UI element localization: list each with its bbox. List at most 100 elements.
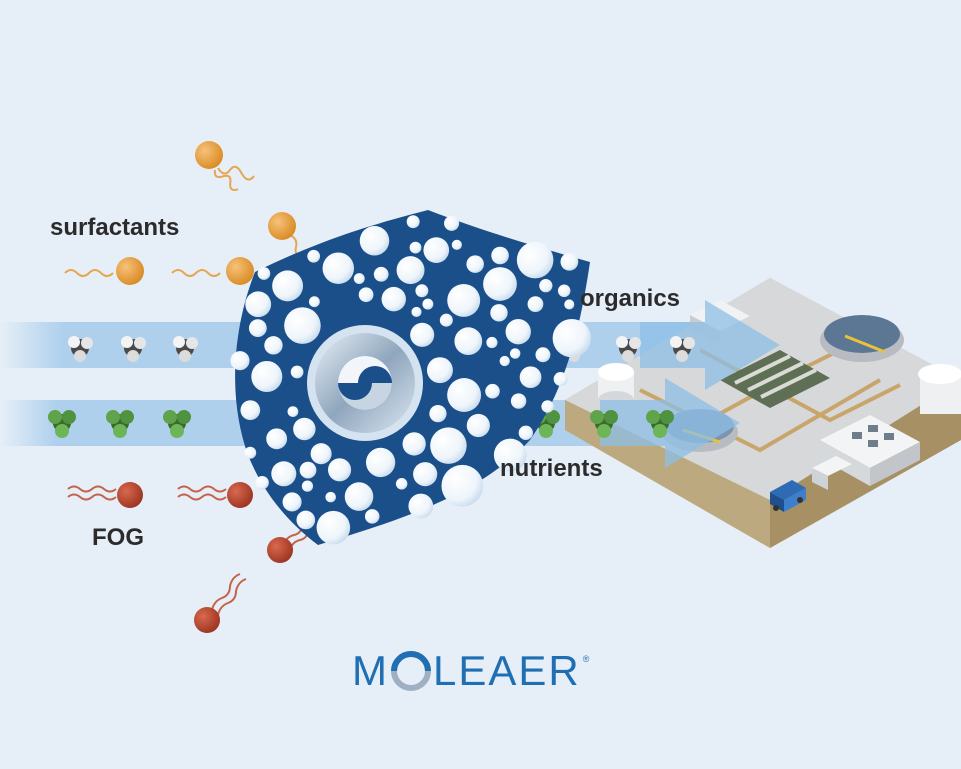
surfactant-head [268, 212, 296, 240]
bubble [516, 241, 554, 279]
bubble [244, 446, 257, 459]
surfactant-head [226, 257, 254, 285]
bubble [310, 443, 332, 465]
bubble [505, 319, 531, 345]
bubble [287, 406, 299, 417]
bubble [358, 287, 374, 303]
nanobubbles [230, 215, 591, 545]
bubble [423, 237, 450, 263]
bubble [255, 475, 269, 490]
bubble [245, 291, 272, 318]
bubble [485, 383, 500, 399]
bubble [308, 296, 320, 308]
bubble [364, 509, 380, 524]
bubble [359, 225, 390, 256]
bubble [316, 510, 351, 545]
bubble [307, 249, 321, 263]
bubble [422, 298, 434, 310]
bubble [486, 336, 498, 349]
logo-swirl-icon [391, 651, 431, 691]
bubble [553, 372, 568, 387]
bubble [447, 378, 482, 412]
bubble [284, 307, 321, 344]
bubble [518, 425, 533, 440]
bubble [441, 464, 484, 507]
bubble [301, 480, 314, 492]
fog-head [117, 482, 143, 508]
fog-head [227, 482, 253, 508]
bubble [365, 447, 396, 478]
bubble [411, 306, 422, 317]
bubble [426, 357, 453, 384]
bubble [447, 283, 481, 317]
bubble [248, 319, 267, 337]
bubble [491, 246, 509, 265]
bubble [466, 255, 484, 273]
bubble [557, 284, 571, 298]
bubble [266, 428, 288, 450]
bubble [439, 313, 453, 327]
bubble [322, 252, 355, 284]
surfactants-label: surfactants [50, 214, 180, 241]
bubble [552, 318, 591, 358]
bubble [430, 427, 467, 464]
bubble [271, 461, 297, 487]
organics-arrow [640, 300, 780, 390]
bubble [466, 413, 490, 438]
bubble [396, 256, 425, 285]
fog-head [194, 607, 220, 633]
bubble [353, 273, 365, 285]
bubble [454, 327, 483, 356]
nutrients-label: nutrients [500, 455, 603, 482]
bubble [541, 400, 554, 413]
bubble [560, 252, 579, 271]
logo-letters-start: M [352, 647, 389, 694]
bubble [402, 432, 426, 456]
fog-head [267, 537, 293, 563]
bubble [527, 296, 544, 313]
fog-label: FOG [92, 524, 144, 551]
bubble [373, 266, 389, 282]
bubble [290, 365, 304, 379]
bubble [490, 304, 508, 322]
bubble [327, 458, 352, 482]
bubble [493, 438, 527, 472]
moleaer-logo: M LEAER ® [352, 647, 591, 695]
bubble [429, 405, 447, 423]
surfactant-head [116, 257, 144, 285]
bubble [408, 493, 434, 519]
bubble [535, 347, 551, 363]
bubble [251, 361, 283, 393]
bubble [409, 241, 422, 254]
bubble [510, 393, 527, 409]
truck-icon [770, 480, 806, 512]
bubble [296, 510, 316, 530]
nutrient-molecules [48, 410, 674, 438]
bubble [519, 366, 542, 389]
bubble [413, 462, 438, 487]
bubble [539, 279, 553, 293]
bubble [499, 355, 510, 367]
bubble [406, 215, 420, 229]
bubble [381, 286, 406, 312]
bubble [293, 417, 316, 441]
bubble [444, 215, 460, 231]
bubble [344, 482, 374, 511]
bubble [272, 270, 304, 302]
bubble [282, 492, 302, 512]
registered-mark: ® [582, 654, 592, 664]
bubble [410, 322, 435, 347]
bubble [415, 284, 429, 298]
surfactant-head [195, 141, 223, 169]
bubble [264, 336, 283, 355]
bubble [257, 267, 271, 280]
bubble [564, 299, 575, 310]
logo-letters-end: LEAER [433, 647, 581, 694]
bubble [483, 267, 517, 301]
bubble [230, 351, 250, 371]
bubble [509, 348, 521, 359]
bubble [325, 491, 337, 503]
bubble [240, 400, 261, 420]
